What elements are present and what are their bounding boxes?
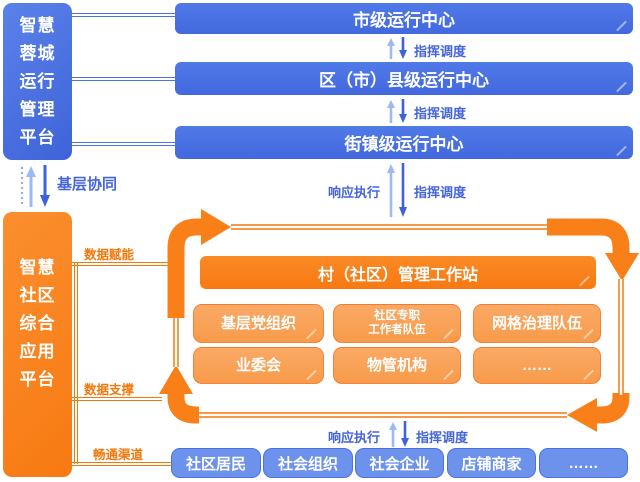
command-label-3: 指挥调度 [414, 185, 467, 200]
public-box-social-orgs: 社会组织 [263, 448, 353, 478]
data-support-line [72, 397, 162, 401]
platform-city-box: 智慧 蓉城 运行 管理 平台 [3, 3, 72, 160]
public-label: 社区居民 [185, 455, 246, 473]
team-label: …… [522, 356, 552, 374]
platform-city-label: 智慧 蓉城 运行 管理 平台 [19, 15, 56, 147]
grassroots-arrows [21, 165, 50, 207]
public-box-ellipsis: …… [539, 448, 628, 478]
data-empower-line [72, 262, 168, 266]
data-empower-label: 数据赋能 [84, 248, 135, 262]
team-label: 网格治理队伍 [491, 314, 582, 332]
loop-top-right-elbow [547, 218, 630, 254]
connector-street-line [72, 142, 175, 146]
center-bar-city-label: 市级运行中心 [353, 11, 455, 30]
connector-district-line [72, 77, 175, 81]
command-arrows-2 [387, 99, 407, 123]
public-label: 社会组织 [277, 455, 338, 473]
loop-left-arrowhead-icon [567, 398, 597, 432]
command-label-2: 指挥调度 [414, 106, 467, 121]
open-channel-label: 畅通渠道 [93, 448, 144, 462]
workstation-bar: 村（社区）管理工作站 [200, 256, 596, 289]
loop-top-left-elbow [167, 218, 201, 318]
team-box-party: 基层党组织 [193, 304, 324, 343]
team-label: 社区专职 工作者队伍 [368, 310, 426, 336]
command-label-1: 指挥调度 [414, 44, 467, 59]
public-box-social-enterprises: 社会企业 [355, 448, 444, 478]
team-box-property-management: 物管机构 [333, 347, 461, 384]
team-label: 物管机构 [366, 356, 427, 374]
connector-city-line [72, 13, 175, 17]
team-box-grid-governance: 网格治理队伍 [473, 304, 601, 343]
public-box-residents: 社区居民 [171, 448, 261, 478]
public-label: 社会企业 [369, 455, 430, 473]
team-label: 业委会 [235, 356, 281, 374]
open-channel-line [72, 462, 172, 466]
center-bar-district-label: 区（市）县级运行中心 [319, 71, 489, 90]
response-label-1: 响应执行 [328, 185, 381, 200]
public-label: …… [568, 454, 599, 472]
center-bar-city: 市级运行中心 [175, 3, 633, 34]
platform-community-box: 智慧 社区 综合 应用 平台 [3, 212, 72, 477]
command-arrows-4 [389, 421, 409, 447]
response-label-2: 响应执行 [328, 430, 381, 445]
data-support-label: 数据支撑 [84, 383, 135, 397]
loop-right-arrowhead-icon [201, 209, 231, 245]
loop-up-arrowhead-icon [159, 365, 193, 394]
loop-down-arrowhead-icon [605, 253, 639, 281]
loop-bottom-left-elbow [167, 393, 199, 424]
center-bar-street-label: 街镇级运行中心 [344, 135, 464, 154]
public-box-merchants: 店铺商家 [447, 448, 536, 478]
team-label: 基层党组织 [220, 314, 296, 332]
grassroots-label: 基层协同 [57, 176, 118, 193]
center-bar-district: 区（市）县级运行中心 [175, 62, 633, 95]
team-box-community-workers: 社区专职 工作者队伍 [333, 304, 461, 343]
command-arrows-1 [387, 37, 407, 59]
platform-community-label: 智慧 社区 综合 应用 平台 [19, 257, 56, 389]
team-box-owners-committee: 业委会 [193, 347, 324, 384]
command-label-4: 指挥调度 [416, 430, 469, 445]
command-arrows-3 [387, 163, 407, 217]
loop-bottom-right-elbow [597, 393, 630, 424]
public-label: 店铺商家 [461, 455, 522, 473]
workstation-label: 村（社区）管理工作站 [317, 266, 478, 284]
center-bar-street: 街镇级运行中心 [175, 126, 633, 159]
team-box-ellipsis: …… [473, 347, 601, 384]
community-bus-line [74, 263, 78, 464]
